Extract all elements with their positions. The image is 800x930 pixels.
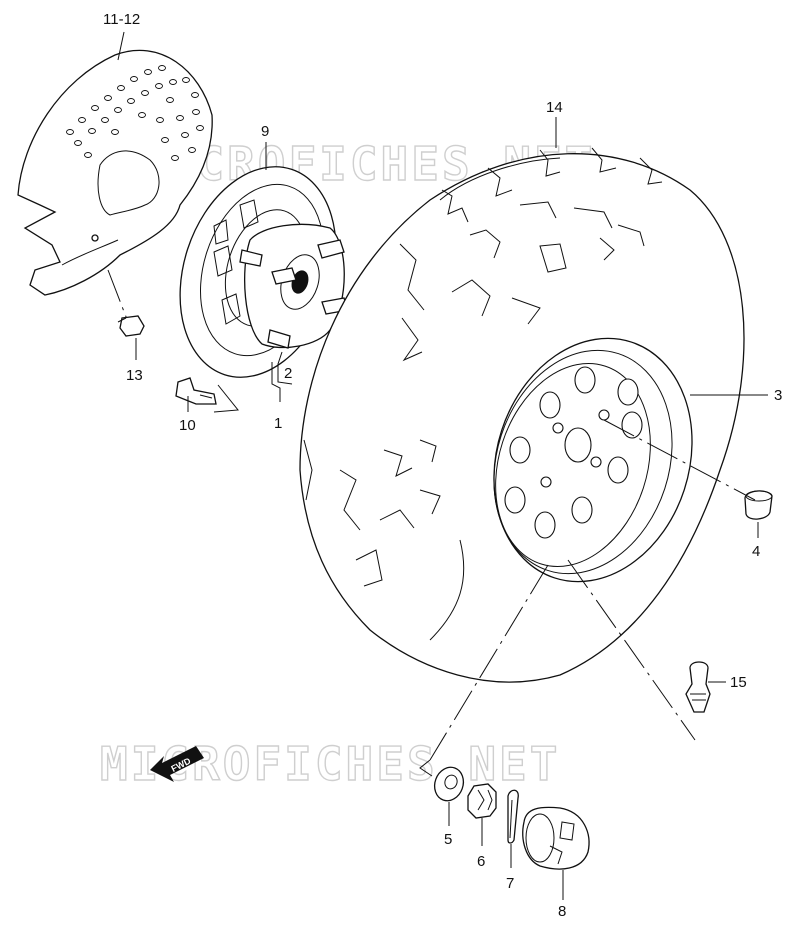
callout-labels: 11-12 9 14 13 2 1 10 3 4 15 5 6 7 8 xyxy=(103,11,782,920)
disc-guard-part xyxy=(17,49,213,296)
guard-bolt-part xyxy=(107,269,145,337)
tire-treads xyxy=(303,147,663,587)
callout-2: 2 xyxy=(284,365,292,382)
castle-nut-part xyxy=(467,783,497,819)
rim-holes xyxy=(504,366,643,539)
center-lines xyxy=(419,419,756,777)
callout-11-12: 11-12 xyxy=(103,11,140,28)
callout-13: 13 xyxy=(126,367,143,384)
callout-10: 10 xyxy=(179,417,196,434)
callout-1: 1 xyxy=(274,415,282,432)
callout-4: 4 xyxy=(752,543,760,560)
callout-9: 9 xyxy=(261,123,269,140)
leader-lines xyxy=(117,31,768,900)
washer-part xyxy=(433,766,465,802)
tire-valve-part xyxy=(685,661,711,713)
callout-3: 3 xyxy=(774,387,782,404)
hub-studs xyxy=(239,239,349,349)
callout-8: 8 xyxy=(558,903,566,920)
wheel-hub-part xyxy=(239,223,349,349)
wheel-nut-part xyxy=(744,490,773,520)
wheel-rim-part xyxy=(493,337,693,583)
callout-14: 14 xyxy=(546,99,563,116)
hub-bolt-part xyxy=(175,377,239,413)
cotter-pin-part xyxy=(507,789,519,844)
callout-5: 5 xyxy=(444,831,452,848)
callout-15: 15 xyxy=(730,674,747,691)
callout-6: 6 xyxy=(477,853,485,870)
hub-cap-part xyxy=(522,806,590,870)
callout-7: 7 xyxy=(506,875,514,892)
